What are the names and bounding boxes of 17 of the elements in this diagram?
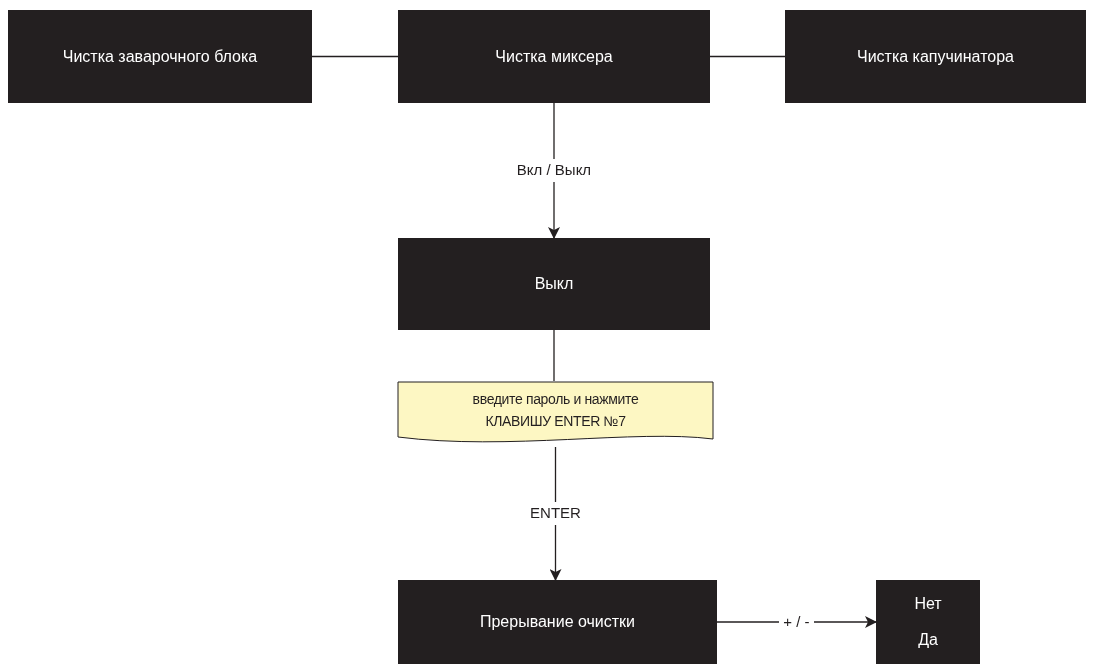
note-text: введите пароль и нажмите КЛАВИШУ ENTER №7	[471, 390, 640, 431]
process-box	[398, 238, 710, 330]
connector-line	[311, 55, 399, 58]
process-box	[398, 580, 717, 664]
connector-line	[709, 55, 786, 58]
box-text: Выкл	[534, 274, 574, 294]
box-text: Да	[918, 630, 938, 650]
process-box	[785, 10, 1086, 103]
process-box	[8, 10, 312, 103]
box-text: Прерывание очистки	[479, 612, 636, 632]
connector-line	[553, 329, 555, 382]
process-box	[876, 580, 980, 664]
box-text: Нет	[914, 594, 942, 614]
box-text: Чистка заварочного блока	[62, 46, 258, 67]
box-text: Чистка миксера	[495, 46, 613, 67]
box-text: Чистка капучинатора	[856, 46, 1014, 67]
process-box	[398, 10, 710, 103]
